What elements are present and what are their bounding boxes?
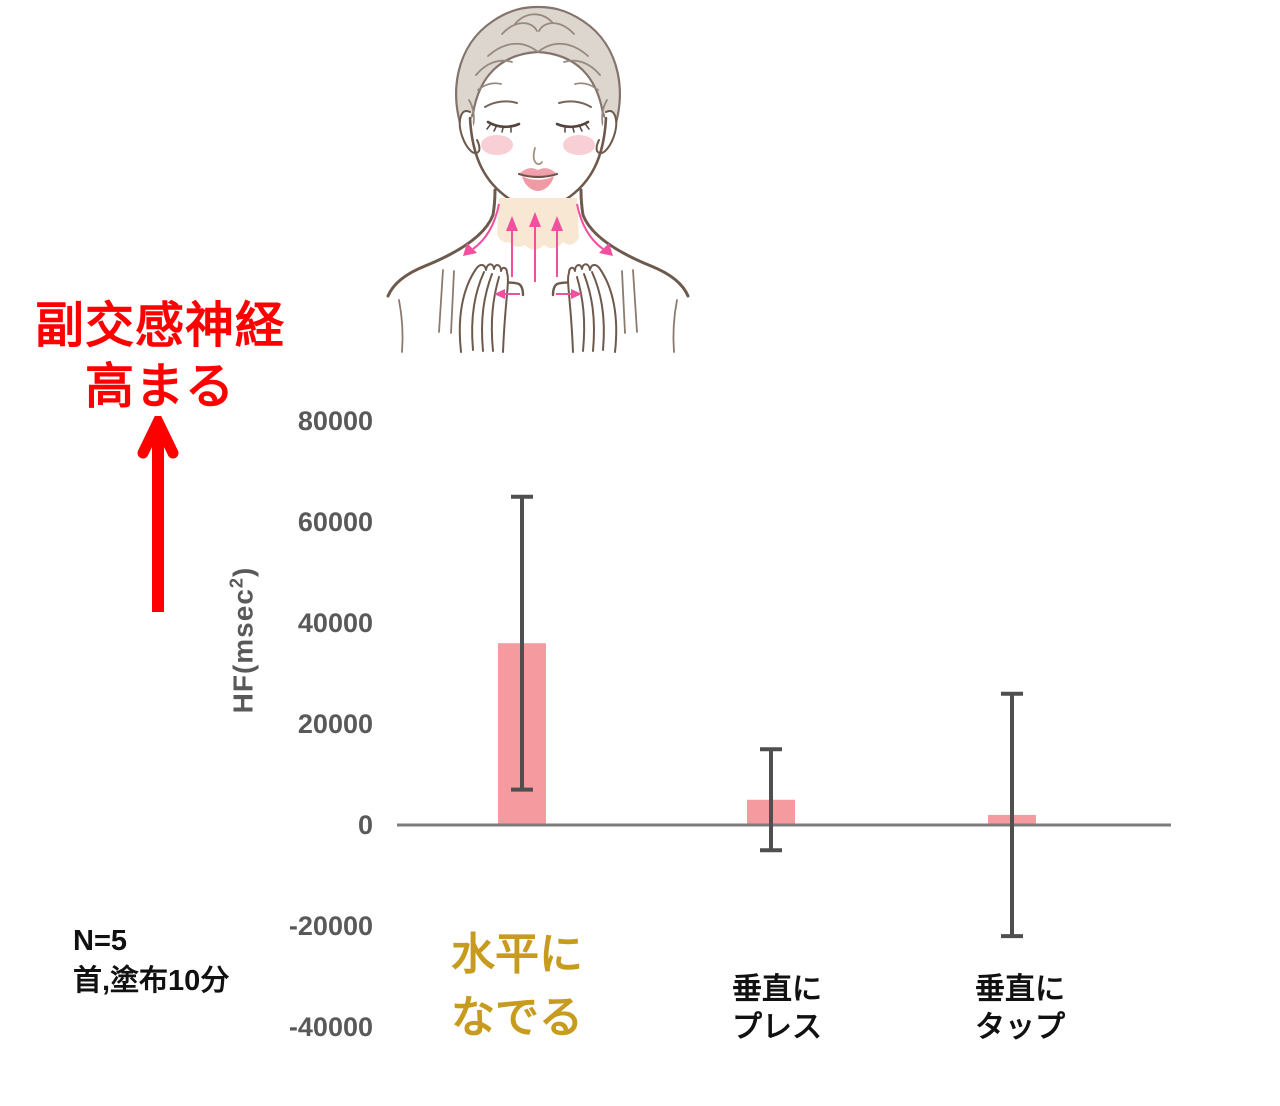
facial-features: [481, 100, 595, 191]
y-tick-label: -20000: [289, 911, 373, 941]
category-label: 垂直に タップ: [975, 973, 1065, 1044]
woman-neck-massage-illustration: [386, 5, 690, 353]
hands: [458, 263, 618, 353]
y-tick-label: 20000: [298, 709, 373, 739]
sample-note: N=5 首,塗布10分: [73, 921, 229, 1001]
category-label: 水平に なでる: [451, 930, 583, 1042]
note-line2: 首,塗布10分: [73, 965, 230, 997]
hair: [455, 5, 621, 134]
lips: [517, 168, 559, 191]
parasympathetic-annotation: 副交感神経高まる: [28, 296, 292, 418]
face: [471, 70, 605, 211]
y-tick-label: 40000: [298, 608, 373, 638]
y-tick-label: 0: [358, 810, 373, 840]
nose: [532, 147, 543, 165]
up-arrow-icon: [137, 416, 179, 612]
annotation-line1: 副交感神経: [34, 299, 285, 353]
y-tick-label: 80000: [298, 406, 373, 436]
y-tick-label: -40000: [289, 1012, 373, 1042]
category-label: 垂直に プレス: [732, 973, 822, 1044]
massage-direction-arrows: [463, 203, 613, 299]
y-tick-label: 60000: [298, 507, 373, 537]
note-line1: N=5: [73, 925, 128, 957]
closed-eyes: [486, 120, 590, 129]
blush-right: [563, 135, 595, 155]
annotation-line2: 高まる: [84, 360, 235, 414]
blush-left: [481, 135, 513, 155]
ears: [458, 110, 618, 155]
